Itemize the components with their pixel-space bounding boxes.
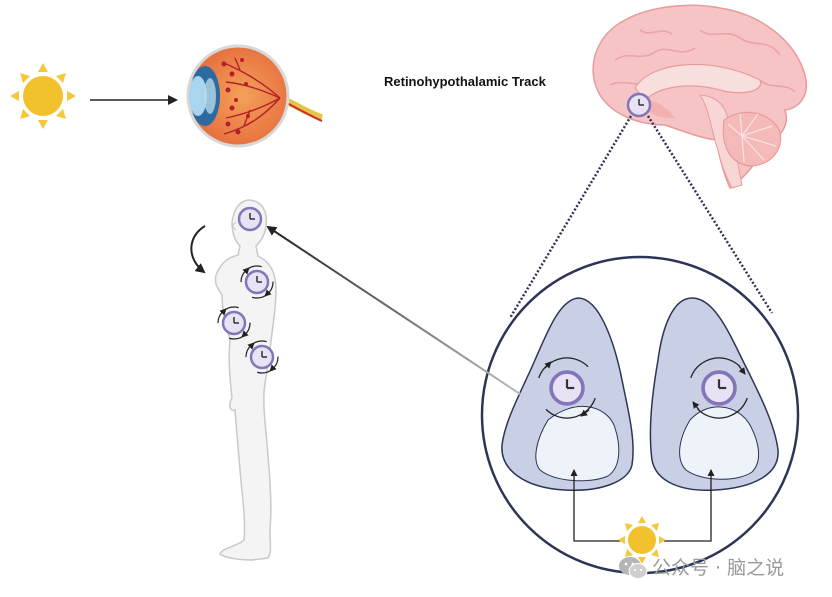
peripheral-clock-hip-icon — [245, 340, 279, 374]
sun-icon — [10, 63, 76, 129]
watermark-text: 公众号 · 脑之说 — [652, 557, 785, 579]
brain-clock-icon — [237, 206, 263, 232]
scn-clock-right-icon — [688, 357, 750, 419]
rotation-arrow-icon — [190, 225, 206, 274]
light-input-arrow-right — [664, 469, 715, 542]
zoom-line-left — [508, 115, 633, 319]
light-input-arrow-left — [570, 469, 620, 542]
sun-small-icon — [618, 516, 666, 564]
wechat-icon — [619, 557, 648, 579]
scn-clock-icon — [626, 92, 652, 118]
scn-clock-left-icon — [536, 357, 598, 419]
brain-icon — [592, 4, 807, 190]
retinohypothalamic-track-label: Retinohypothalamic Track — [384, 74, 546, 89]
eye-icon — [186, 44, 324, 148]
scn-to-body-arrow — [266, 225, 521, 395]
human-body-icon — [214, 199, 277, 561]
zoom-line-right — [646, 115, 774, 314]
peripheral-clock-chest-icon — [240, 265, 274, 299]
peripheral-clock-abdomen-icon — [217, 306, 251, 340]
